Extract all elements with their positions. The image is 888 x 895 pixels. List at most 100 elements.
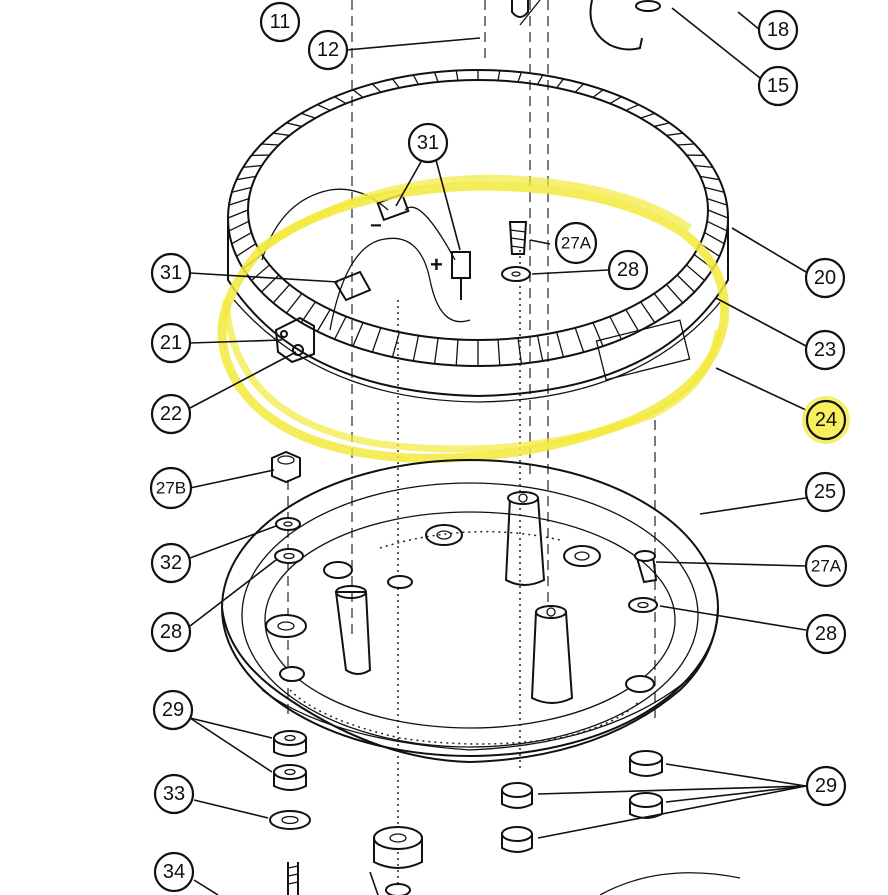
ring-slot-tooth xyxy=(412,74,420,85)
callout-27a-top: 27A xyxy=(554,221,598,265)
ring-slot-tooth xyxy=(700,175,720,181)
ring-slot-tooth xyxy=(334,96,347,105)
ring-slot-tooth xyxy=(352,322,364,347)
callout-22: 22 xyxy=(150,393,192,435)
ring-slot-tooth xyxy=(236,243,257,257)
ring-slot-tooth xyxy=(676,274,695,293)
callout-23: 23 xyxy=(804,329,846,371)
upper-slotted-ring xyxy=(227,69,729,403)
svg-text:23: 23 xyxy=(814,339,836,361)
top-fragment-parts xyxy=(511,0,661,51)
svg-text:34: 34 xyxy=(163,861,185,883)
ring-slot-tooth xyxy=(371,83,382,93)
ring-slot-tooth xyxy=(556,78,565,89)
ring-slot-tooth xyxy=(371,327,382,353)
ring-slot-tooth xyxy=(706,220,728,232)
callout-11: 11 xyxy=(259,1,301,43)
callout-29-left: 29 xyxy=(152,689,194,731)
ring-slot-tooth xyxy=(228,198,250,206)
ring-slot-tooth xyxy=(228,220,250,232)
callout-27a-right: 27A xyxy=(804,544,848,588)
ring-slot-tooth xyxy=(412,335,420,362)
svg-text:29: 29 xyxy=(815,775,837,797)
ring-slot-tooth xyxy=(334,316,347,340)
ring-slot-tooth xyxy=(654,122,670,128)
svg-text:15: 15 xyxy=(767,75,789,97)
ring-slot-tooth xyxy=(455,339,459,366)
svg-text:31: 31 xyxy=(160,262,182,284)
ring-slot-tooth xyxy=(556,331,565,358)
left-hardware-stack xyxy=(269,450,311,895)
svg-text:29: 29 xyxy=(162,699,184,721)
callout-33: 33 xyxy=(153,773,195,815)
ring-slot-tooth xyxy=(665,284,684,304)
ring-slot-tooth xyxy=(536,74,544,85)
ring-slot-tooth xyxy=(231,186,252,193)
lower-base-housing xyxy=(221,459,719,764)
callout-25: 25 xyxy=(804,471,846,513)
ring-slot-tooth xyxy=(317,104,331,112)
ring-slot-tooth xyxy=(592,89,604,98)
svg-text:27A: 27A xyxy=(811,557,842,576)
callout-32: 32 xyxy=(150,542,192,584)
svg-text:28: 28 xyxy=(617,259,639,281)
ring-wiring xyxy=(261,188,531,364)
ring-slot-tooth xyxy=(285,293,303,314)
svg-text:22: 22 xyxy=(160,403,182,425)
callout-12: 12 xyxy=(307,29,349,71)
callout-34: 34 xyxy=(153,851,195,893)
ring-slot-tooth xyxy=(625,104,639,112)
ring-slot-tooth xyxy=(236,175,256,181)
ring-slot-tooth xyxy=(640,112,655,119)
callout-28-top: 28 xyxy=(607,249,649,291)
leader-lines xyxy=(189,7,807,895)
ring-slot-tooth xyxy=(666,132,683,137)
ring-slot-tooth xyxy=(592,322,604,347)
ring-slot-tooth xyxy=(391,331,400,358)
ring-slot-tooth xyxy=(455,70,459,81)
ring-slot-tooth xyxy=(433,337,439,364)
svg-text:27B: 27B xyxy=(156,479,186,498)
svg-text:18: 18 xyxy=(767,19,789,41)
svg-text:11: 11 xyxy=(270,11,291,33)
ring-slot-tooth xyxy=(497,339,501,366)
ring-slot-tooth xyxy=(250,264,270,282)
ring-slot-tooth xyxy=(243,164,262,169)
ring-slot-tooth xyxy=(301,112,316,119)
callout-18: 18 xyxy=(757,9,799,51)
ring-slot-tooth xyxy=(227,209,249,219)
ring-slot-tooth xyxy=(694,164,713,169)
ring-slot-tooth xyxy=(704,232,725,245)
ring-slot-tooth xyxy=(707,209,729,219)
ring-slot-tooth xyxy=(316,309,331,332)
ring-slot-tooth xyxy=(706,198,728,206)
svg-text:21: 21 xyxy=(160,332,182,354)
ring-slot-tooth xyxy=(653,293,671,314)
callout-20: 20 xyxy=(804,257,846,299)
svg-text:27A: 27A xyxy=(561,234,592,253)
highlighted-ring-24 xyxy=(217,174,730,463)
callout-21: 21 xyxy=(150,322,192,364)
callout-24-highlighted: 24 xyxy=(802,396,850,444)
ring-slot-tooth xyxy=(625,309,640,332)
plus-symbol: + xyxy=(430,252,443,277)
callout-31-left: 31 xyxy=(150,252,192,294)
svg-text:25: 25 xyxy=(814,481,836,503)
ring-slot-tooth xyxy=(686,264,706,282)
ring-slot-tooth xyxy=(273,132,290,137)
callout-27b: 27B xyxy=(149,466,193,510)
svg-text:24: 24 xyxy=(815,409,837,431)
ring-slot-tooth xyxy=(261,143,279,146)
ring-slot-tooth xyxy=(517,72,523,83)
svg-text:33: 33 xyxy=(163,783,185,805)
svg-text:28: 28 xyxy=(815,623,837,645)
ring-slot-tooth xyxy=(609,316,622,340)
ring-slot-tooth xyxy=(286,122,302,128)
callout-28-right: 28 xyxy=(805,613,847,655)
ring-slot-tooth xyxy=(704,186,725,193)
callout-28-left: 28 xyxy=(150,611,192,653)
ring-slot-tooth xyxy=(574,327,585,353)
svg-text:12: 12 xyxy=(317,39,339,61)
ring-slot-tooth xyxy=(640,301,656,324)
